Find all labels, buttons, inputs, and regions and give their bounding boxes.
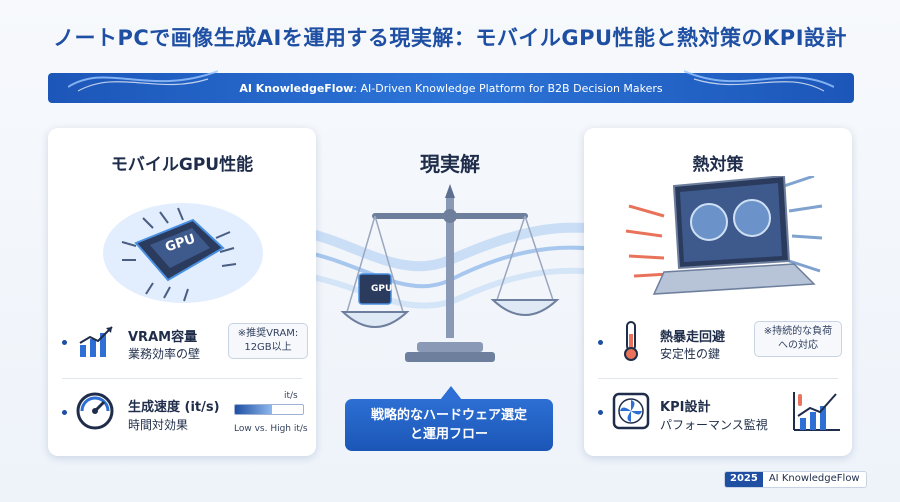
center-title: 現実解 (420, 152, 480, 176)
gpu-chip-icon (103, 203, 263, 303)
strategy-callout: 戦略的なハードウェア選定 と運用フロー (345, 399, 553, 451)
speedometer-icon (76, 392, 114, 430)
vram-title: VRAM容量 (128, 330, 198, 345)
bar-chart-icon (79, 326, 113, 357)
speed-bar-fill (235, 405, 273, 414)
speed-bar-bottom-label: Low vs. High it/s (234, 424, 308, 434)
thermometer-icon (624, 321, 638, 361)
laptop-cooling-icon (625, 176, 823, 295)
bullet-dot (598, 340, 603, 345)
swirl-decoration-right-icon (684, 70, 834, 92)
gpu-card-title: モバイルGPU性能 (110, 155, 254, 175)
scale-gpu-label: GPU (371, 284, 393, 294)
thermal-note: ※持続的な負荷 への対応 (754, 321, 842, 357)
speed-title: 生成速度 (it/s) (128, 400, 220, 415)
footer-badge: 2025 AI KnowledgeFlow (724, 471, 867, 488)
banner-brand: AI KnowledgeFlow (239, 81, 354, 95)
bullet-dot (62, 410, 67, 415)
brand-banner: AI KnowledgeFlow: AI-Driven Knowledge Pl… (48, 70, 854, 103)
speed-bar-top-label: it/s (284, 391, 298, 401)
fan-icon (612, 392, 650, 430)
card-divider (598, 378, 838, 379)
footer-name: AI KnowledgeFlow (762, 472, 866, 487)
thermal-runaway-subtitle: 安定性の鍵 (660, 347, 721, 361)
monitoring-chart-icon (793, 392, 840, 431)
bullet-dot (62, 340, 67, 345)
thermal-card-title: 熱対策 (692, 155, 744, 175)
page-title: ノートPCで画像生成AIを運用する現実解：モバイルGPU性能と熱対策のKPI設計 (52, 26, 848, 50)
speed-subtitle: 時間対効果 (128, 418, 189, 432)
swirl-decoration-left-icon (68, 70, 218, 92)
vram-subtitle: 業務効率の壁 (128, 347, 201, 361)
callout-line-1: 戦略的なハードウェア選定 (370, 408, 527, 423)
kpi-title: KPI設計 (660, 400, 711, 415)
thermal-runaway-title: 熱暴走回避 (660, 330, 726, 345)
card-divider (62, 378, 302, 379)
banner-tagline: : AI-Driven Knowledge Platform for B2B D… (353, 81, 663, 95)
bullet-dot (598, 410, 603, 415)
kpi-subtitle: パフォーマンス監視 (660, 418, 768, 432)
vram-note: ※推奨VRAM: 12GB以上 (228, 323, 308, 359)
speed-bar (234, 404, 304, 415)
gpu-performance-card: モバイルGPU性能 GPU VRAM容量 業務効率の壁 ※推奨VRAM: 12G… (48, 128, 316, 456)
callout-line-2: と運用フロー (409, 427, 488, 442)
thermal-card: 熱対策 熱暴走回避 安定性の鍵 ※持続的な負荷 への対応 KPI設計 パフォーマ… (584, 128, 852, 456)
footer-year: 2025 (725, 472, 763, 487)
balance-scale-icon (340, 184, 560, 362)
callout-arrow (440, 386, 462, 400)
